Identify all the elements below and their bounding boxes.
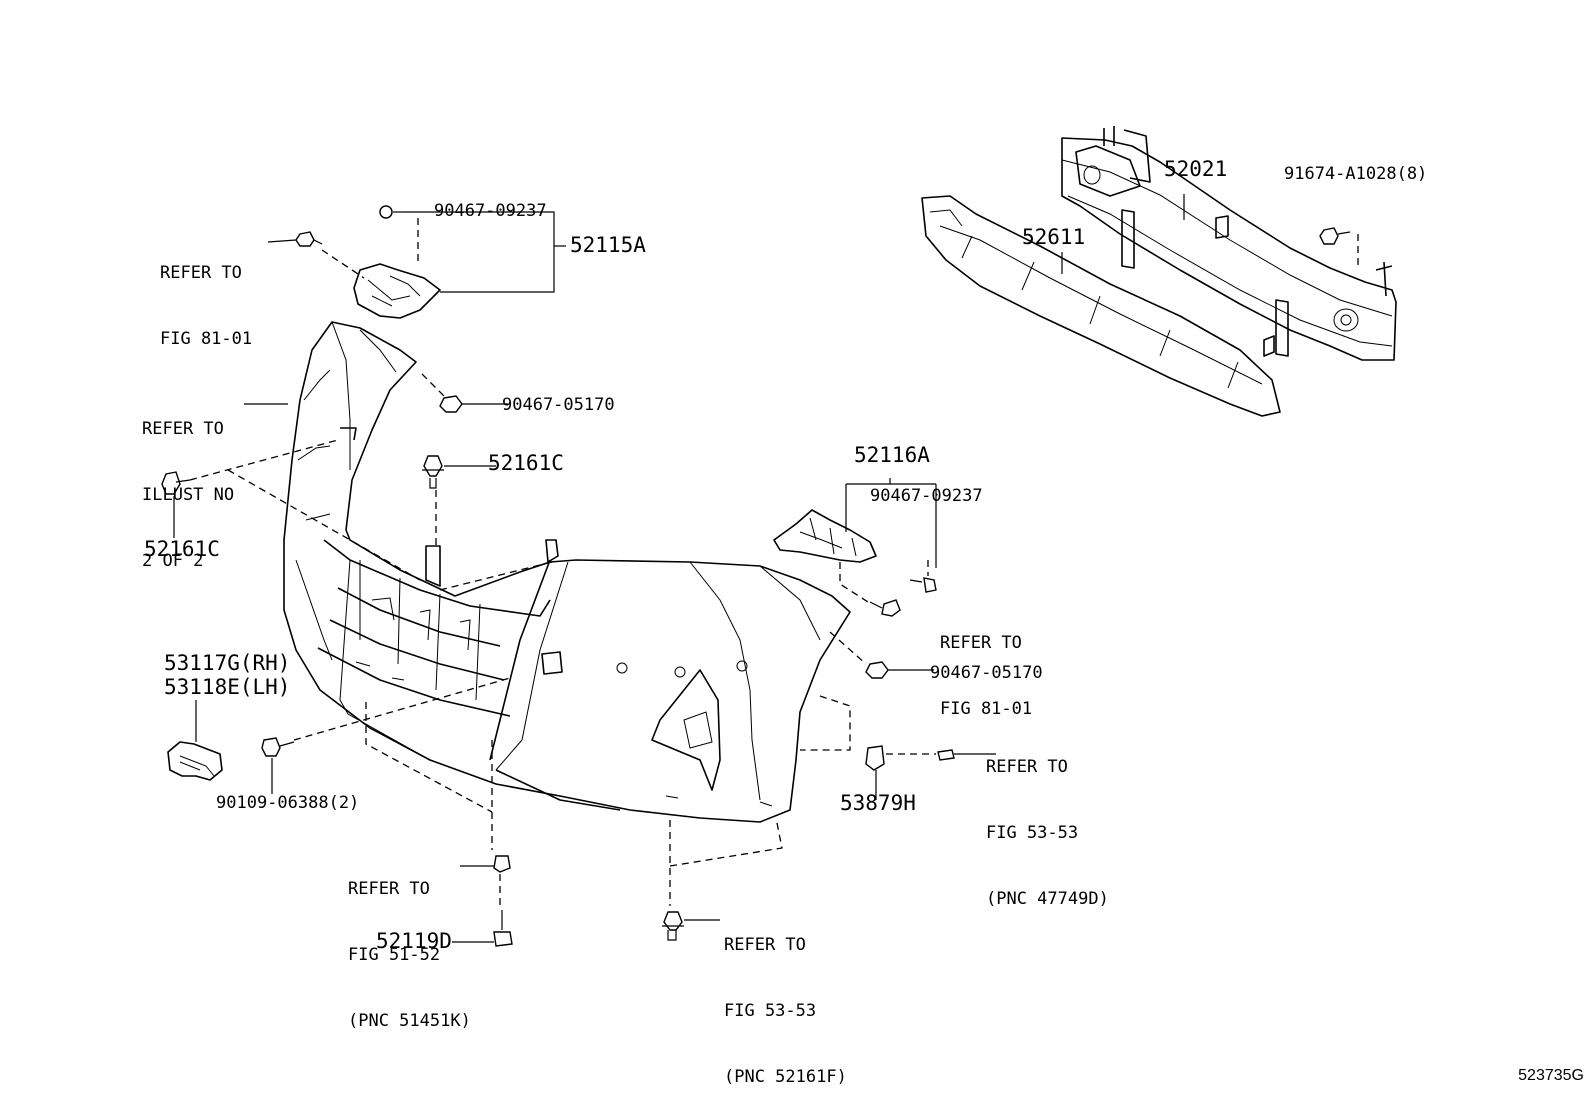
bolt-upper-left-icon	[295, 231, 323, 247]
label-90467-05170-top: 90467-05170	[502, 395, 615, 415]
refer-line-1: REFER TO	[940, 633, 1022, 653]
label-53879H: 53879H	[840, 791, 916, 815]
label-refer-fig8101-top: REFER TO FIG 81-01	[160, 218, 252, 372]
bumper-reinforcement-52021	[1061, 126, 1397, 361]
label-53117G: 53117G(RH)	[164, 651, 291, 675]
bracket-52115A	[353, 205, 441, 319]
dashed-lines	[189, 218, 1359, 906]
fastener-52161C-center-icon	[422, 455, 444, 489]
label-52115A: 52115A	[570, 233, 646, 257]
refer-line-1: REFER TO	[348, 879, 430, 899]
retainer-53879H-icon	[865, 745, 955, 790]
refer-line-3: (PNC 47749D)	[986, 889, 1109, 909]
refer-line-1: REFER TO	[724, 935, 806, 955]
label-90467-09237-top: 90467-09237	[434, 201, 547, 221]
push-clip-52161F-icon	[662, 911, 684, 941]
label-52116A: 52116A	[854, 443, 930, 467]
label-91674: 91674-A1028(8)	[1284, 164, 1428, 184]
label-52611: 52611	[1022, 225, 1086, 249]
label-52119D: 52119D	[376, 929, 452, 953]
refer-line-2: FIG 53-53	[724, 1001, 817, 1021]
refer-line-2: FIG 81-01	[940, 699, 1033, 719]
refer-line-1: REFER TO	[142, 419, 224, 439]
refer-line-3: (PNC 51451K)	[348, 1011, 471, 1031]
label-refer-fig5152: REFER TO FIG 51-52 (PNC 51451K)	[348, 834, 471, 1054]
bumper-absorber-52611	[921, 195, 1281, 417]
diagram-code: 523735G	[1518, 1067, 1584, 1084]
refer-line-3: 2 OF 2	[142, 551, 204, 571]
label-52021: 52021	[1164, 157, 1228, 181]
bracket-52116A	[773, 509, 937, 617]
label-52161C-center: 52161C	[488, 451, 564, 475]
refer-line-3: (PNC 52161F)	[724, 1067, 847, 1087]
clip-90467-05170-top-icon	[439, 395, 463, 413]
bracket-53117G-53118E	[167, 741, 223, 781]
label-refer-fig8101-right: REFER TO FIG 81-01	[940, 588, 1032, 742]
refer-line-1: REFER TO	[160, 263, 242, 283]
label-90109: 90109-06388(2)	[216, 793, 360, 813]
label-refer-illust: REFER TO ILLUST NO 2 OF 2	[142, 374, 234, 594]
clip-51451K-icon	[493, 855, 511, 873]
label-refer-fig5353-sensor: REFER TO FIG 53-53 (PNC 47749D)	[986, 712, 1109, 932]
refer-line-2: ILLUST NO	[142, 485, 235, 505]
refer-line-2: FIG 53-53	[986, 823, 1079, 843]
label-52161C-left: 52161C	[144, 537, 220, 561]
refer-line-1: REFER TO	[986, 757, 1068, 777]
refer-line-2: FIG 51-52	[348, 945, 441, 965]
leader-lines	[173, 194, 1185, 943]
bumper-cover	[283, 321, 851, 823]
screw-90109-icon	[261, 737, 295, 757]
fastener-52161C-left-icon	[161, 471, 191, 495]
label-53118E: 53118E(LH)	[164, 675, 291, 699]
label-90467-09237-right: 90467-09237	[870, 486, 983, 506]
screw-52119D-icon	[493, 910, 513, 947]
clip-90467-05170-right-icon	[865, 661, 889, 679]
bolt-91674-icon	[1319, 227, 1351, 245]
label-90467-05170-right: 90467-05170	[930, 663, 1043, 683]
label-refer-fig5353-clip: REFER TO FIG 53-53 (PNC 52161F)	[724, 890, 847, 1110]
refer-line-2: FIG 81-01	[160, 329, 253, 349]
